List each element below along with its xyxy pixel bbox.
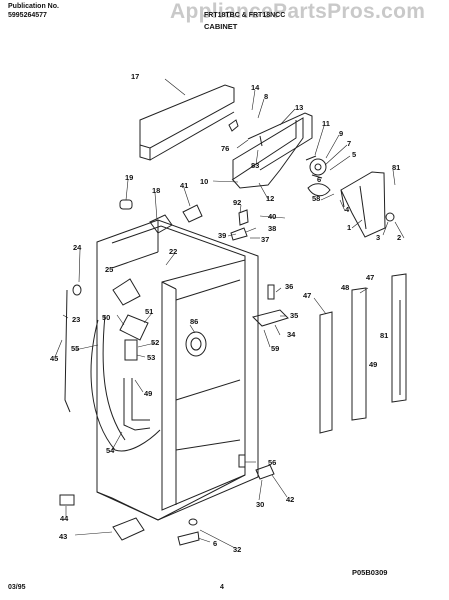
hinge-30	[255, 464, 275, 480]
callout-11: 11	[322, 119, 330, 128]
callout-38: 38	[268, 224, 276, 233]
fan-motor	[305, 155, 327, 179]
footer-date: 03/95	[8, 584, 26, 591]
callout-10: 10	[200, 177, 208, 186]
part-36	[267, 284, 275, 300]
callout-17: 17	[131, 72, 139, 81]
harness-55	[90, 319, 161, 452]
callout-25: 25	[105, 265, 113, 274]
callout-35: 35	[290, 311, 298, 320]
callout-48: 48	[341, 283, 349, 292]
callout-6-top: 6	[317, 175, 321, 184]
callout-30: 30	[256, 500, 264, 509]
callout-59: 59	[271, 344, 279, 353]
callout-7: 7	[347, 139, 351, 148]
part-19	[119, 199, 133, 210]
callout-58: 58	[312, 194, 320, 203]
callout-3: 3	[376, 233, 380, 242]
cabinet-body	[96, 219, 259, 521]
callout-49-right: 49	[369, 360, 377, 369]
callout-43: 43	[59, 532, 67, 541]
callout-47-right: 47	[366, 273, 374, 282]
bracket-41	[182, 204, 203, 223]
part-32	[188, 518, 198, 526]
tube-23	[64, 289, 71, 413]
callout-54: 54	[106, 446, 115, 455]
callout-4: 4	[345, 205, 350, 214]
part-40	[238, 209, 249, 226]
grommet-24	[72, 284, 82, 296]
hinge-35	[252, 309, 289, 327]
top-cover	[139, 84, 235, 161]
callout-12: 12	[266, 194, 274, 203]
footer-page: 4	[220, 584, 224, 591]
callout-13: 13	[295, 103, 303, 112]
part-13	[247, 112, 313, 171]
ring-86	[185, 331, 207, 357]
section-title: CABINET	[204, 22, 238, 31]
callout-8: 8	[264, 92, 268, 101]
callout-5: 5	[352, 150, 356, 159]
door-strip-48	[351, 287, 367, 421]
publication-number: 5995264577	[8, 12, 47, 19]
knob	[385, 212, 395, 222]
callout-24: 24	[73, 243, 82, 252]
drawing-code: P05B0309	[352, 568, 388, 577]
part-56	[238, 454, 246, 468]
callout-34: 34	[287, 330, 296, 339]
callout-23: 23	[72, 315, 80, 324]
callout-14: 14	[251, 83, 260, 92]
part-8	[307, 183, 331, 197]
part-6-bottom	[177, 531, 200, 546]
door-strip-47b	[391, 273, 407, 403]
callout-50: 50	[102, 313, 110, 322]
callout-52: 52	[151, 338, 159, 347]
callout-53: 53	[147, 353, 155, 362]
callout-51: 51	[145, 307, 153, 316]
part-76	[228, 119, 239, 132]
light-housing	[340, 171, 386, 238]
callout-37: 37	[261, 235, 269, 244]
callout-45: 45	[50, 354, 58, 363]
callout-76: 76	[221, 144, 229, 153]
callout-44: 44	[60, 514, 69, 523]
part-52	[124, 339, 138, 361]
callout-42: 42	[286, 495, 294, 504]
callout-86: 86	[190, 317, 198, 326]
callout-39: 39	[218, 231, 226, 240]
callout-40: 40	[268, 212, 276, 221]
part-38	[230, 227, 248, 241]
callout-81: 81	[392, 163, 400, 172]
callout-1: 1	[347, 223, 351, 232]
callout-19: 19	[125, 173, 133, 182]
callout-6-bottom: 6	[213, 539, 217, 548]
bracket-25	[112, 278, 141, 306]
control-housing	[231, 117, 304, 189]
callout-32: 32	[233, 545, 241, 554]
callout-labels: 17 14 8 13 11 9 7 5 76 83 19 18 41 92 40…	[50, 72, 401, 554]
callout-49: 49	[144, 389, 152, 398]
model-line: FRT18TBC & FRT18NCC	[204, 12, 286, 19]
bracket-18	[149, 214, 173, 234]
callout-2: 2	[397, 233, 401, 242]
watermark: AppliancePartsPros.com	[170, 0, 426, 23]
callout-81-right: 81	[380, 331, 388, 340]
callout-22: 22	[169, 247, 177, 256]
callout-47: 47	[303, 291, 311, 300]
callout-18: 18	[152, 186, 160, 195]
callout-92: 92	[233, 198, 241, 207]
callout-41: 41	[180, 181, 188, 190]
part-43	[112, 517, 145, 541]
part-51	[119, 314, 149, 341]
publication-label: Publication No.	[8, 3, 59, 10]
callout-56: 56	[268, 458, 276, 467]
drain-54	[123, 378, 151, 431]
door-strip-47	[319, 311, 333, 434]
callout-55: 55	[71, 344, 79, 353]
callout-83: 83	[251, 161, 259, 170]
part-44	[59, 494, 75, 506]
callout-9: 9	[339, 129, 343, 138]
callout-36: 36	[285, 282, 293, 291]
